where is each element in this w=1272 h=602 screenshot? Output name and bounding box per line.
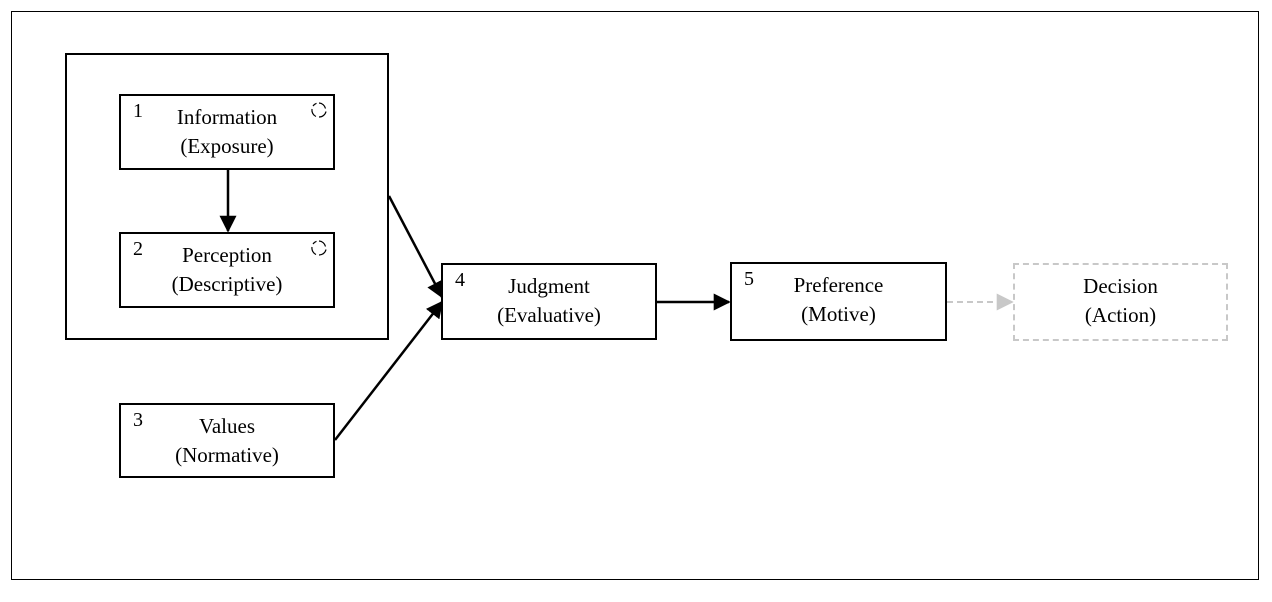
node-title: Preference: [793, 273, 884, 297]
node-title: Perception: [182, 243, 272, 267]
node-title: Decision: [1083, 274, 1158, 298]
node-decision: Decision (Action): [1013, 263, 1228, 341]
arrow-group-to-judgment: [387, 195, 444, 299]
node-number: 1: [133, 100, 143, 122]
cycle-icon: [311, 240, 327, 256]
node-title: Values: [199, 414, 255, 438]
node-perception: 2 Perception (Descriptive): [119, 232, 335, 308]
node-values: 3 Values (Normative): [119, 403, 335, 478]
node-number: 2: [133, 238, 143, 260]
node-information: 1 Information (Exposure): [119, 94, 335, 170]
node-preference: 5 Preference (Motive): [730, 262, 947, 341]
node-title: Information: [176, 105, 278, 129]
group-information-perception: [65, 53, 389, 340]
diagram-frame: [11, 11, 1259, 580]
arrow-values-to-judgment: [334, 300, 444, 441]
node-subtitle: (Action): [1084, 303, 1157, 327]
node-number: 3: [133, 409, 143, 431]
node-number: 5: [744, 268, 754, 290]
node-number: 4: [455, 269, 465, 291]
cycle-icon: [311, 102, 327, 118]
node-subtitle: (Descriptive): [171, 272, 283, 296]
node-subtitle: (Normative): [175, 443, 279, 467]
node-subtitle: (Exposure): [180, 134, 274, 158]
node-subtitle: (Evaluative): [497, 303, 601, 327]
node-subtitle: (Motive): [801, 302, 876, 326]
node-title: Judgment: [508, 274, 590, 298]
